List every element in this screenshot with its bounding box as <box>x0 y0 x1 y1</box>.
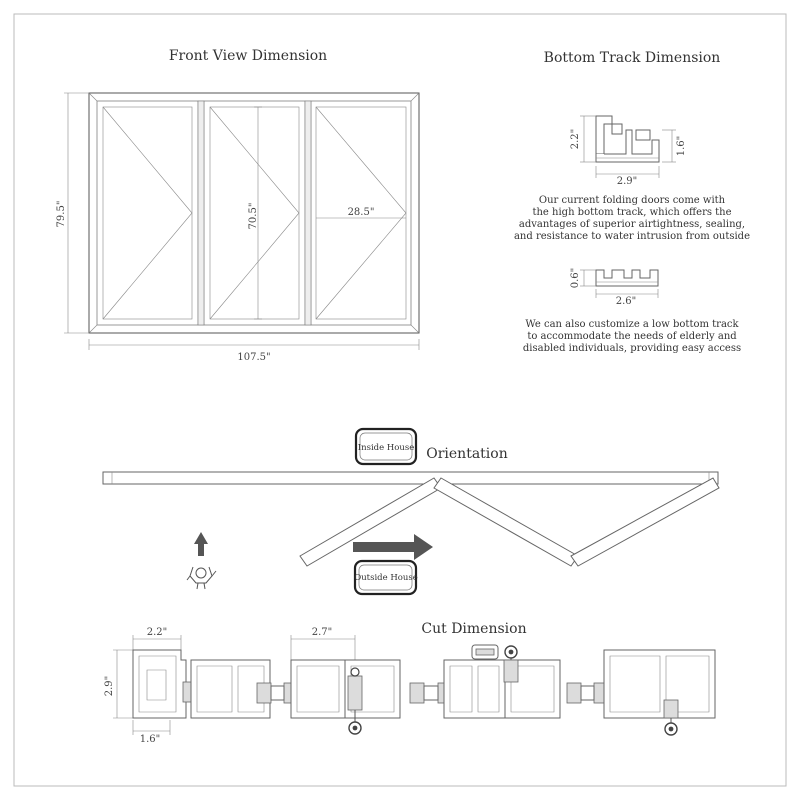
orientation-title: Orientation <box>426 446 507 462</box>
folding-panel-right <box>570 477 720 567</box>
cut-dimension-section: Cut Dimension 2.2" 2.7" 2.9" 1.6" <box>104 621 716 745</box>
person-top-view-icon <box>186 566 217 590</box>
cut-frame-profile-right <box>603 649 716 719</box>
bottom-track-section: Bottom Track Dimension 2.2" 1.6" 2.9" Ou… <box>514 50 750 354</box>
outside-house-label: Outside House <box>354 573 418 583</box>
cut-sash-profile-4 <box>504 659 561 719</box>
cut-bottom-width-label: 1.6" <box>140 734 161 745</box>
folding-panel-middle <box>433 477 579 567</box>
low-track-desc-line-2: to accommodate the needs of elderly and <box>527 331 737 342</box>
high-track-right-height-label: 1.6" <box>676 136 687 157</box>
high-track-desc-line-2: the high bottom track, which offers the <box>532 207 731 218</box>
high-track-desc-line-1: Our current folding doors come with <box>539 195 726 206</box>
bottom-track-title: Bottom Track Dimension <box>544 50 721 66</box>
cut-height-label: 2.9" <box>104 676 115 697</box>
inside-house-label: Inside House <box>358 443 414 453</box>
orientation-section: Inside House Orientation Outside House <box>102 427 720 596</box>
low-track-desc-line-3: disabled individuals, providing easy acc… <box>523 343 741 354</box>
hinge-roller-1 <box>347 667 363 735</box>
cut-sash-profile-3 <box>443 644 506 719</box>
low-track-desc-line-1: We can also customize a low bottom track <box>525 319 739 330</box>
sheet-border <box>13 13 787 787</box>
slide-direction-arrow <box>353 534 433 560</box>
high-track-left-height-label: 2.2" <box>570 129 581 150</box>
door-outer-frame <box>88 92 420 334</box>
high-track-profile: 2.2" 1.6" 2.9" <box>570 115 687 187</box>
inside-house-badge <box>354 427 418 466</box>
door-panel-3 <box>310 100 412 326</box>
cut-mid-width-label: 2.7" <box>312 627 333 638</box>
cut-frame-profile-left <box>132 649 192 719</box>
low-track-width-label: 2.6" <box>616 296 637 307</box>
up-arrow-icon <box>194 532 208 556</box>
cut-sash-profile-2 <box>290 659 401 719</box>
cut-dimension-title: Cut Dimension <box>421 621 526 637</box>
low-track-height-label: 0.6" <box>570 268 581 289</box>
cut-gasket-3 <box>566 682 609 704</box>
low-track-profile: 0.6" 2.6" <box>570 268 659 307</box>
panel-width-label: 28.5" <box>348 207 375 218</box>
folding-panel-straight <box>102 471 719 485</box>
outside-house-badge <box>353 559 418 596</box>
overall-height-label: 79.5" <box>56 201 67 228</box>
front-view-section: Front View Dimension <box>56 48 420 363</box>
high-track-width-label: 2.9" <box>617 176 638 187</box>
overall-width-label: 107.5" <box>237 352 270 363</box>
front-view-title: Front View Dimension <box>169 48 327 64</box>
mullion-2 <box>304 100 312 326</box>
high-track-desc-line-4: and resistance to water intrusion from o… <box>514 231 750 242</box>
cut-left-width-label: 2.2" <box>147 627 168 638</box>
hinge-roller-2 <box>503 645 519 683</box>
panel-height-label: 70.5" <box>248 203 259 230</box>
cut-sash-profile-1 <box>190 659 271 719</box>
mullion-1 <box>197 100 205 326</box>
high-track-desc-line-3: advantages of superior airtightness, sea… <box>519 219 745 230</box>
hinge-roller-3 <box>663 699 679 736</box>
door-panel-1 <box>96 100 199 326</box>
